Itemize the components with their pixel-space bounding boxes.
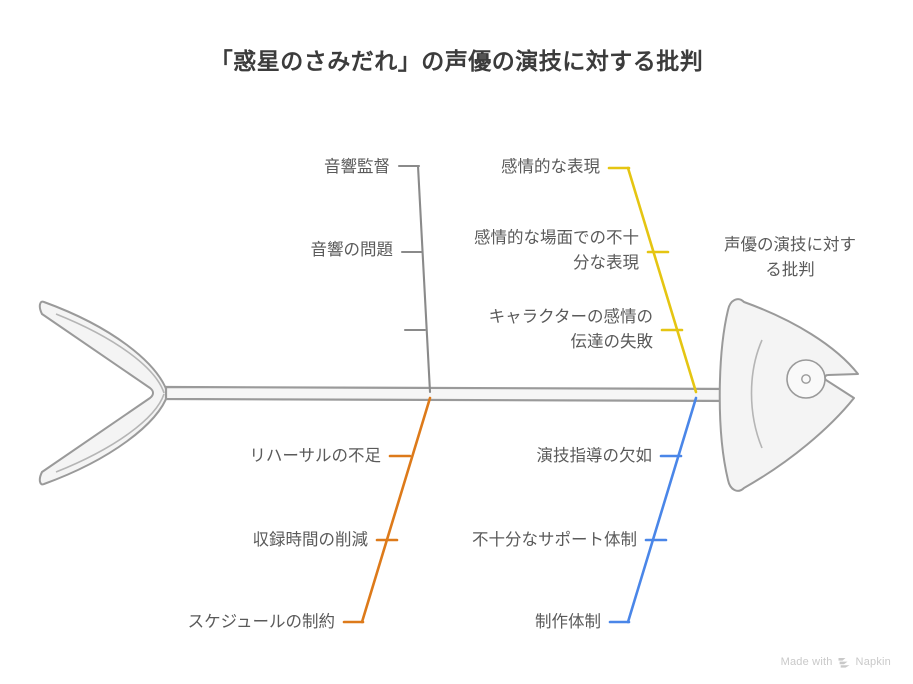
label-schedule-constraints: スケジュールの制約 bbox=[187, 613, 335, 631]
branch-production bbox=[608, 396, 698, 624]
label-lack-of-rehearsal: リハーサルの不足 bbox=[249, 447, 381, 465]
label-emotional-expression: 感情的な表現 bbox=[501, 158, 600, 176]
watermark-brand: Napkin bbox=[855, 656, 891, 668]
fish-pupil bbox=[801, 374, 811, 384]
fish-head bbox=[718, 298, 859, 492]
branch-sound bbox=[397, 164, 432, 394]
fish-spine bbox=[164, 385, 744, 403]
label-reduced-recording-time: 収録時間の削減 bbox=[252, 531, 369, 549]
label-insufficient-emotional-scene: 感情的な場面での不十 分な表現 bbox=[474, 229, 639, 272]
napkin-watermark: Made with Napkin bbox=[781, 656, 891, 668]
label-sound-director: 音響監督 bbox=[324, 158, 390, 176]
label-insufficient-support: 不十分なサポート体制 bbox=[472, 531, 637, 549]
branch-schedule bbox=[342, 396, 432, 624]
label-sound-problem: 音響の問題 bbox=[310, 241, 394, 259]
label-production-system: 制作体制 bbox=[535, 613, 601, 631]
fish-tail bbox=[38, 300, 169, 486]
napkin-logo-icon bbox=[838, 657, 850, 668]
label-failure-conveying-emotion: キャラクターの感情の 伝達の失敗 bbox=[488, 308, 653, 351]
page-title: 「惑星のさみだれ」の声優の演技に対する批判 bbox=[209, 48, 704, 74]
watermark-prefix: Made with bbox=[780, 656, 833, 668]
branch-emotion bbox=[607, 166, 698, 394]
label-lack-of-acting-direction: 演技指導の欠如 bbox=[536, 447, 653, 465]
label-head-effect: 声優の演技に対す る批判 bbox=[724, 236, 856, 279]
